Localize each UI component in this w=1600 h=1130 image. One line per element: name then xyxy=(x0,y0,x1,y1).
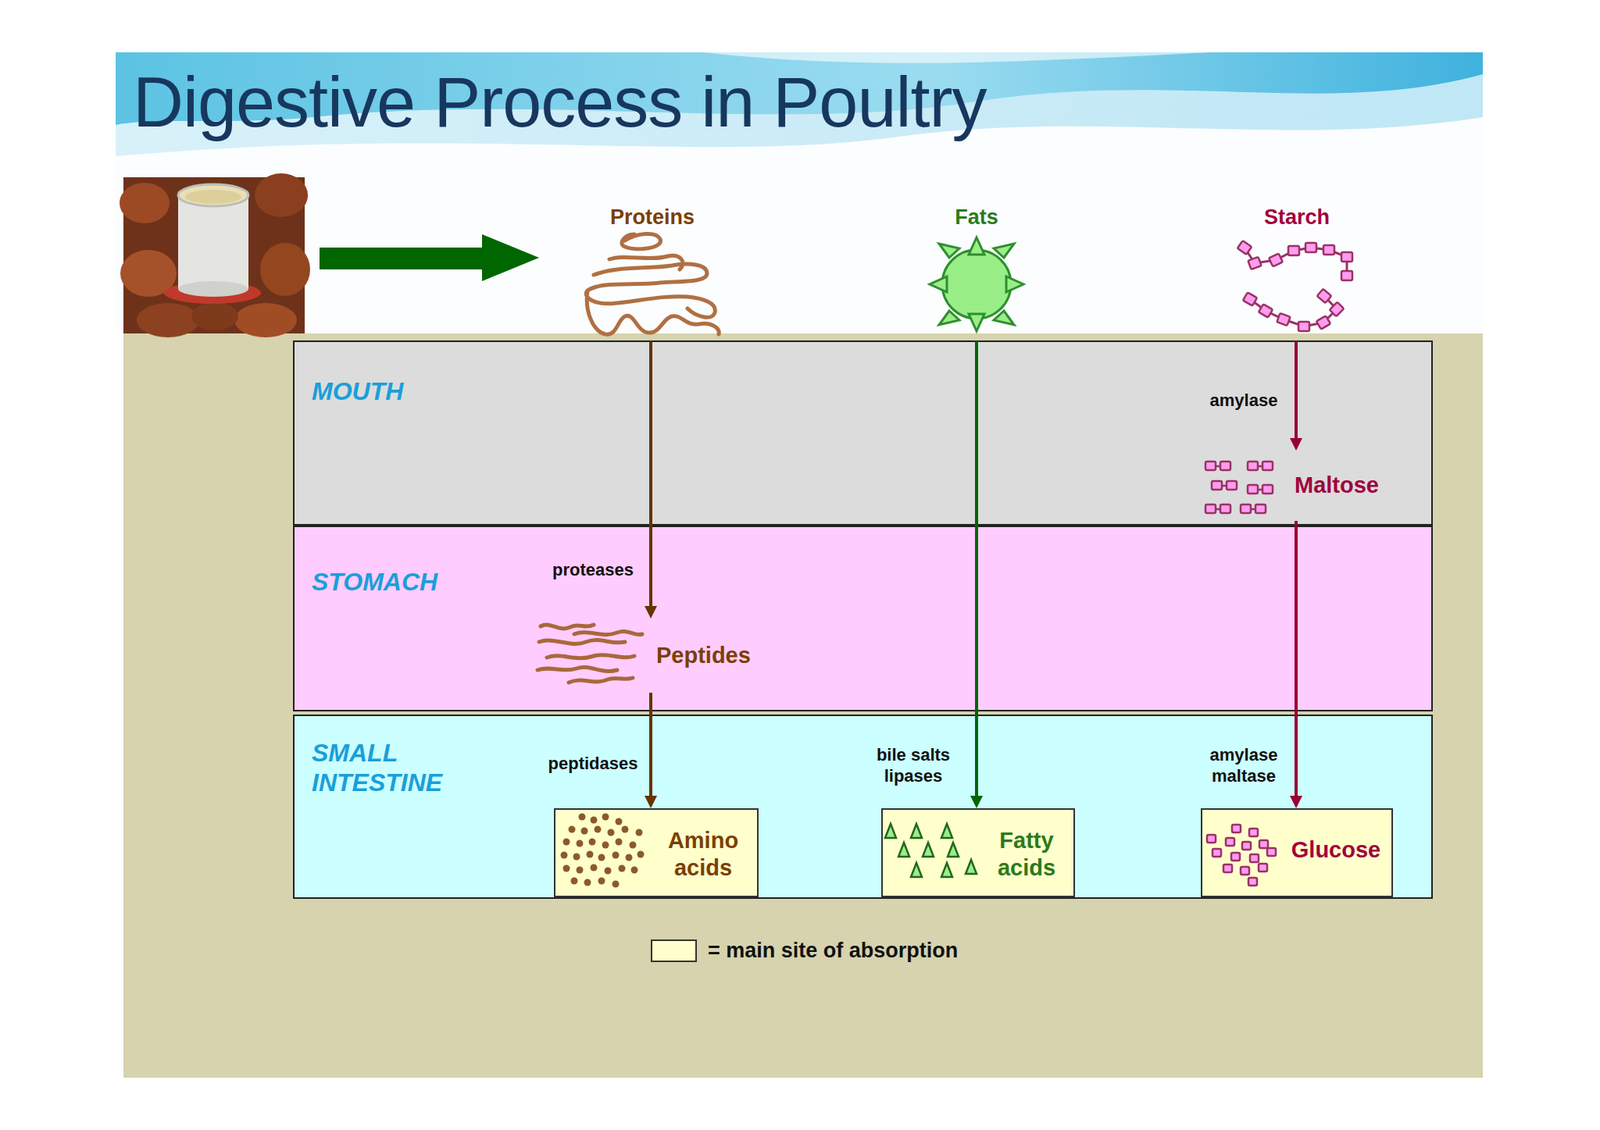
organ-band: MOUTH Maltose xyxy=(292,340,1433,526)
absorption-box: Fatty acids xyxy=(881,808,1075,898)
node-label: Proteins xyxy=(578,204,727,230)
enzyme-label: amylase maltase xyxy=(1200,744,1288,788)
legend-swatch xyxy=(650,939,697,963)
node-label: SMALL INTESTINE xyxy=(311,738,480,799)
organ-band: SMALL INTESTINE Amino acids Fatty acids Glu… xyxy=(292,714,1433,900)
absorption-box: Glucose xyxy=(1200,808,1393,898)
enzyme-label: peptidases xyxy=(514,753,672,775)
product-node: Maltose xyxy=(1200,450,1385,522)
node-label: Maltose xyxy=(1294,471,1385,500)
organ-band: STOMACH Peptides xyxy=(292,525,1433,712)
enzyme-label: amylase xyxy=(1181,389,1307,412)
nutrient-node: Proteins xyxy=(578,204,727,342)
flow-arrow xyxy=(644,341,658,619)
nutrient-node: Fats xyxy=(906,204,1047,342)
flow-arrow xyxy=(644,692,658,809)
node-label: Glucose xyxy=(1280,836,1392,865)
flow-arrow xyxy=(1289,521,1303,809)
slide-title: Digestive Process in Poultry xyxy=(132,67,986,138)
flow-arrow xyxy=(970,341,983,809)
flow-arrow xyxy=(1289,341,1303,451)
absorption-box: Amino acids xyxy=(553,808,759,898)
product-node: Peptides xyxy=(536,618,756,693)
enzyme-label: bile salts lipases xyxy=(866,744,961,788)
nutrient-node: Starch xyxy=(1230,204,1364,342)
node-label: STOMACH xyxy=(311,567,547,597)
node-label: Starch xyxy=(1230,204,1364,230)
node-label: MOUTH xyxy=(311,376,547,407)
enzyme-label: proteases xyxy=(514,559,672,582)
legend-text: = main site of absorption xyxy=(707,938,958,964)
node-label: Amino acids xyxy=(655,827,751,883)
node-label: Fats xyxy=(906,204,1047,230)
node-label: Fatty acids xyxy=(982,827,1071,883)
node-label: Peptides xyxy=(656,642,754,670)
